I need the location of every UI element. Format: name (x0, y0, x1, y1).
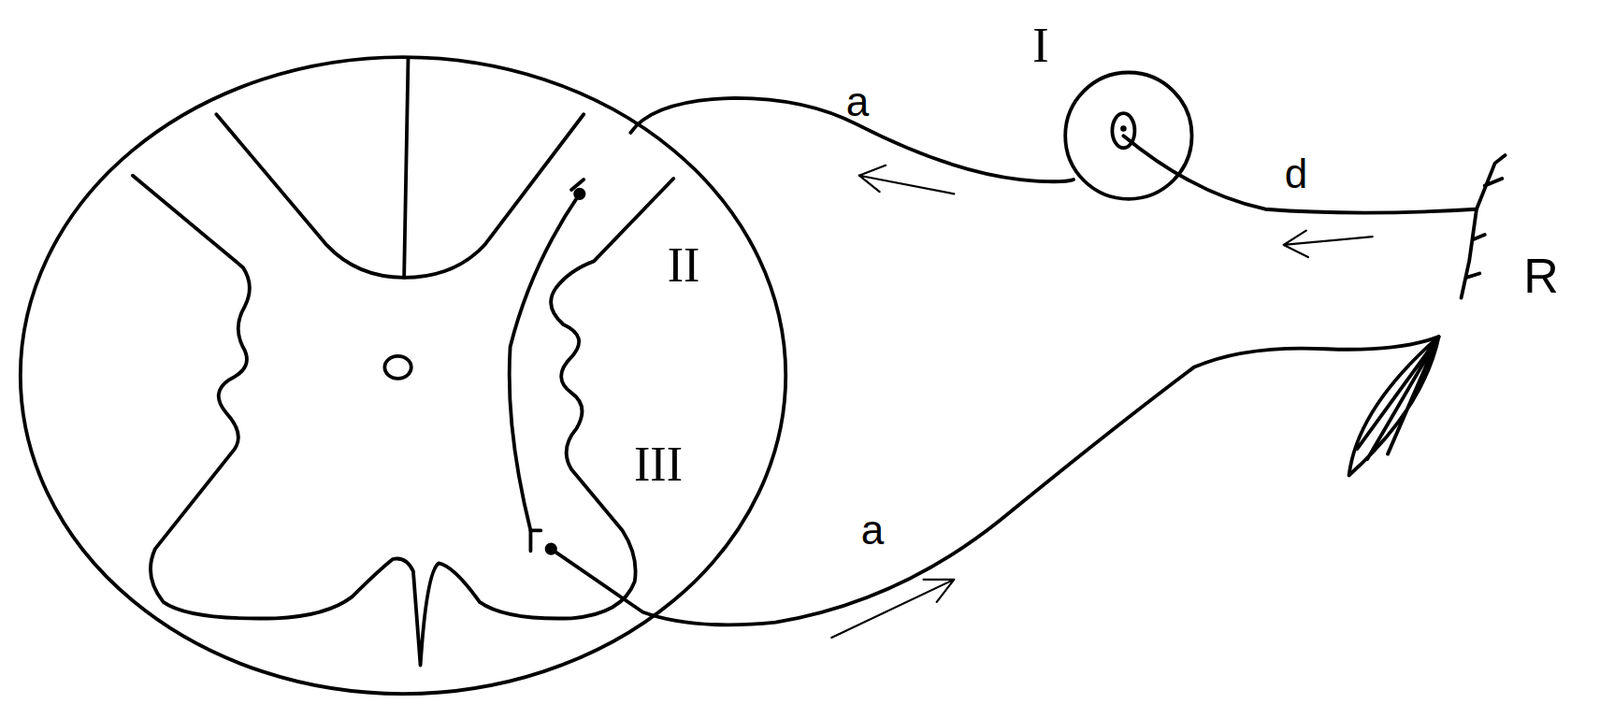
direction-arrow (831, 579, 954, 638)
receptor (1461, 155, 1506, 299)
interneuron (509, 193, 580, 531)
part-label: R (1523, 251, 1559, 301)
dendrite (1123, 135, 1477, 213)
part-label: I (1032, 21, 1049, 71)
neuron-dot (545, 543, 558, 556)
part-label: a (846, 81, 869, 123)
nucleus-dot (1120, 125, 1127, 132)
spinal-cord-outline (20, 57, 786, 694)
part-label: II (667, 241, 701, 290)
spinal-ganglion (1065, 72, 1192, 200)
direction-arrow (1283, 230, 1373, 258)
part-label: a (861, 509, 884, 551)
dorsal-horn-line (216, 114, 584, 278)
central-canal (384, 356, 411, 379)
grey-matter (132, 175, 674, 666)
median-septum (403, 57, 408, 278)
neuron-dot (573, 187, 586, 201)
direction-arrow (859, 165, 954, 195)
muscle (1349, 336, 1440, 476)
synapse-mark (530, 179, 584, 551)
efferent-axon (550, 336, 1439, 625)
part-label: III (634, 440, 683, 490)
part-label: d (1284, 153, 1308, 195)
